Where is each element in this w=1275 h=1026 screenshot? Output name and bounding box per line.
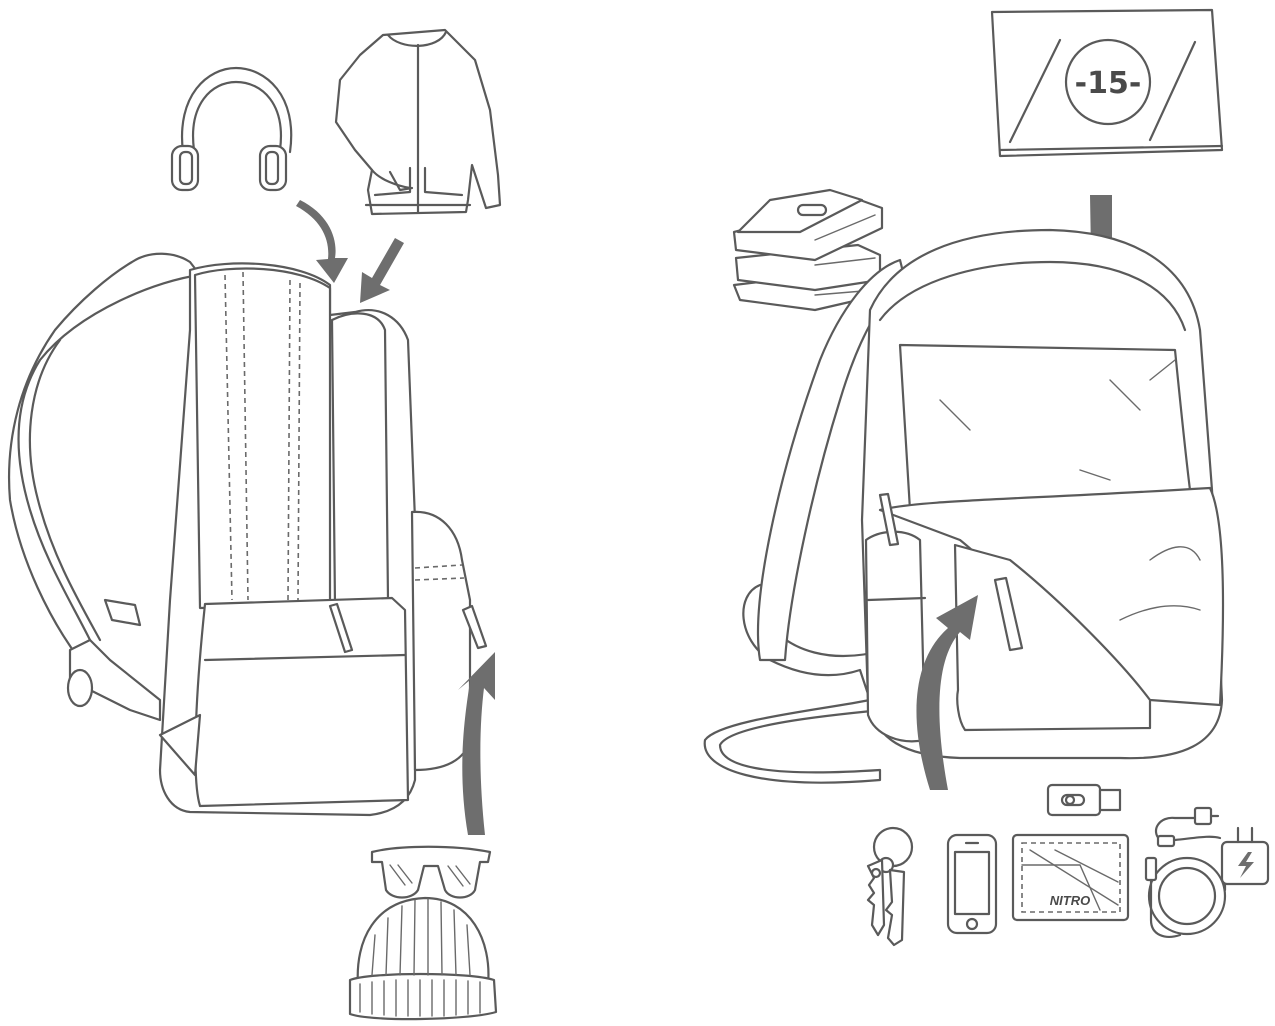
books-icon: [732, 188, 884, 312]
arrow-accessories-icon: [458, 652, 495, 835]
hoodie-icon: [334, 28, 502, 216]
sunglasses-icon: [370, 845, 492, 899]
wallet-brand-text: NITRO: [1050, 893, 1090, 908]
headphones-icon: [170, 66, 293, 192]
beanie-icon: [348, 896, 498, 1021]
laptop-badge-text: -15-: [1075, 66, 1142, 101]
keys-icon: [866, 826, 914, 947]
arrow-hoodie-icon: [360, 238, 404, 303]
backpack-open-view: [703, 228, 1225, 784]
wallet-icon: NITRO: [1011, 833, 1130, 922]
backpack-back-view: [7, 252, 488, 817]
charger-icon: [1144, 806, 1270, 938]
usb-stick-icon: [1046, 783, 1122, 817]
laptop-icon: -15-: [990, 8, 1224, 158]
arrow-headphones-icon: [296, 200, 348, 283]
smartphone-icon: [946, 833, 998, 935]
arrow-accessories-right-icon: [916, 595, 978, 790]
